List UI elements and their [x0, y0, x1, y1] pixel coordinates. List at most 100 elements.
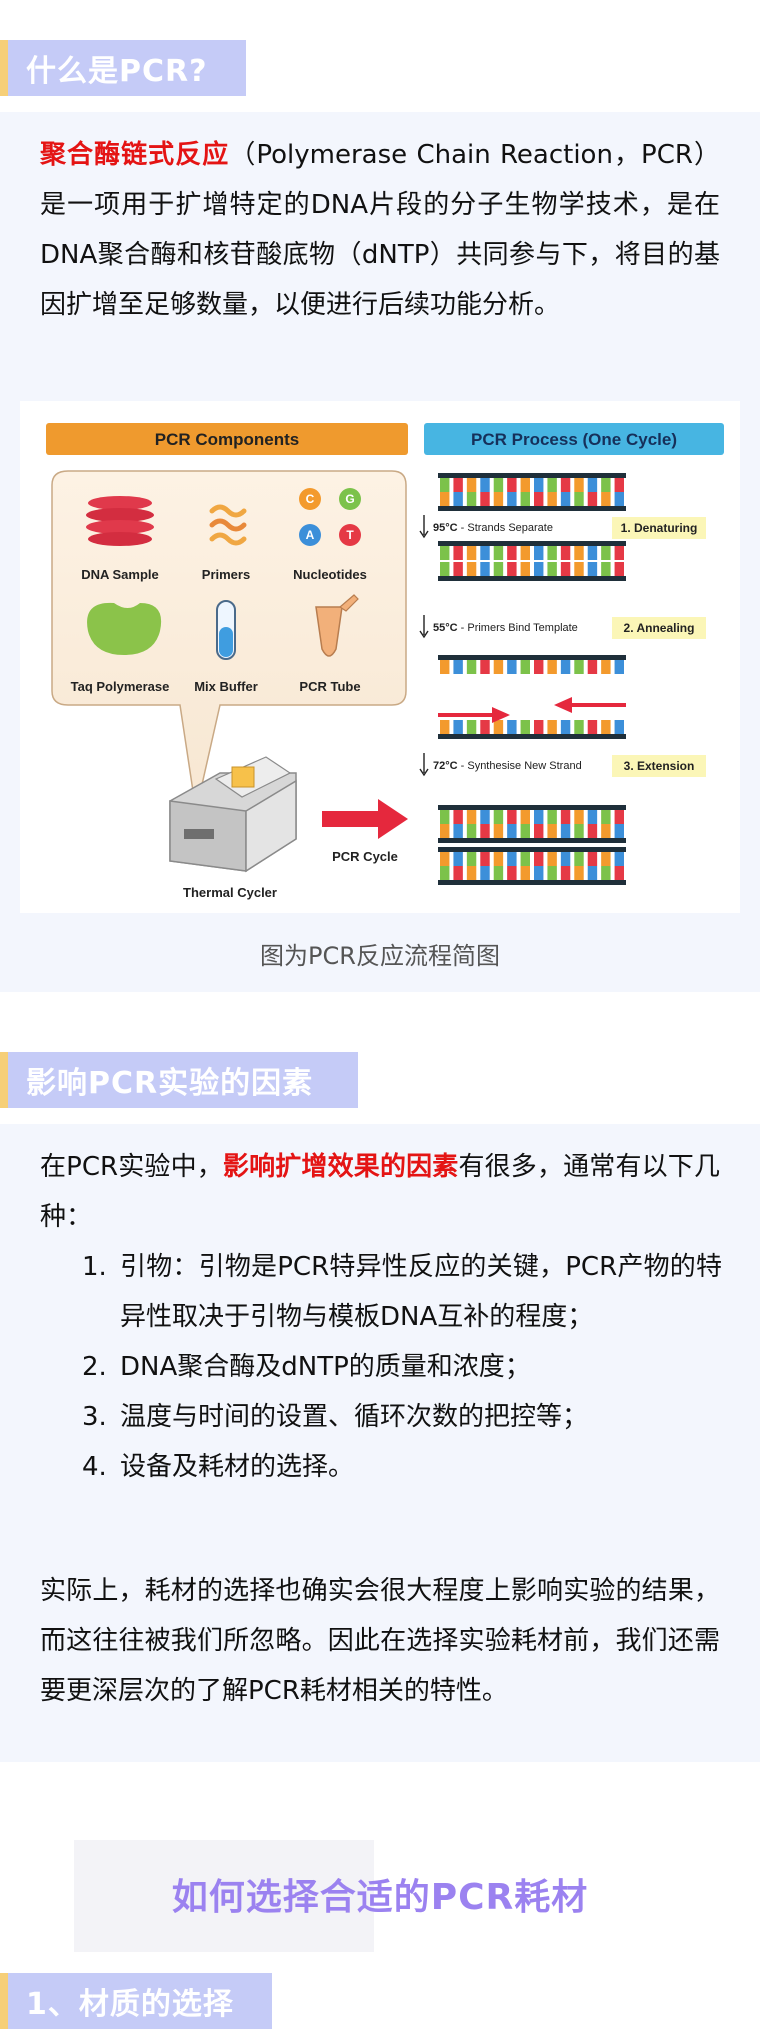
base-pair — [614, 478, 624, 492]
base-pair — [614, 810, 624, 824]
base-pair — [507, 478, 517, 492]
base-pair — [560, 546, 571, 560]
base-pair — [587, 562, 598, 576]
base-pair — [614, 824, 624, 838]
base-pair — [574, 824, 584, 838]
base-pair — [507, 546, 517, 560]
base-pair — [440, 660, 450, 674]
base-pair — [601, 492, 611, 506]
base-pair — [480, 492, 490, 506]
base-pair — [520, 866, 530, 880]
definition-text: （Polymerase Chain Reaction，PCR）是一项用于扩增特定… — [40, 140, 720, 320]
pcr-tube-icon — [315, 594, 359, 657]
base-pair — [453, 810, 463, 824]
base-pair — [587, 866, 598, 880]
list-text: 引物：引物是PCR特异性反应的关键，PCR产物的特异性取决于引物与模板DNA互补… — [120, 1252, 722, 1332]
base-pair — [480, 478, 490, 492]
nucleotides-icon: C G A T — [299, 488, 361, 546]
label-mix-buffer: Mix Buffer — [194, 679, 258, 694]
base-pair — [440, 546, 450, 560]
pcr-diagram: PCR Components PCR Process (One Cycle) C… — [46, 423, 724, 900]
base-pair — [560, 810, 571, 824]
base-pair — [601, 866, 611, 880]
step-2-tag: 2. Annealing — [624, 621, 695, 635]
base-pair — [534, 660, 544, 674]
list-number: 4. — [82, 1452, 107, 1482]
label-dna-sample: DNA Sample — [81, 567, 159, 582]
list-item: 1. 引物：引物是PCR特异性反应的关键，PCR产物的特异性取决于引物与模板DNA… — [82, 1242, 722, 1342]
base-pair — [440, 824, 450, 838]
base-pair — [493, 720, 504, 734]
base-pair — [587, 824, 598, 838]
base-pair — [547, 720, 557, 734]
list-number: 3. — [82, 1402, 107, 1432]
nucleotide-t: T — [346, 528, 354, 542]
base-pair — [440, 852, 450, 866]
list-item: 2.DNA聚合酶及dNTP的质量和浓度； — [82, 1342, 722, 1392]
base-pair — [493, 866, 504, 880]
base-pair — [480, 546, 490, 560]
list-text: DNA聚合酶及dNTP的质量和浓度； — [120, 1352, 531, 1382]
base-pair — [440, 866, 450, 880]
base-pair — [587, 492, 598, 506]
base-pair — [507, 492, 517, 506]
strand-rail — [438, 473, 626, 478]
step-arrow-1 — [419, 515, 429, 539]
base-pair — [440, 720, 450, 734]
base-pair — [601, 720, 611, 734]
strand-rail — [438, 847, 626, 852]
list-number: 1. — [82, 1252, 107, 1282]
base-pair — [466, 852, 477, 866]
base-pair — [507, 824, 517, 838]
section-title-choose-consumables: 如何选择合适的PCR耗材 — [171, 1877, 589, 1918]
base-pair — [480, 852, 490, 866]
step-2-tag-bg — [612, 617, 706, 639]
step-arrow-2 — [419, 615, 429, 639]
factors-intro: 在PCR实验中，影响扩增效果的因素有很多，通常有以下几种： — [40, 1142, 720, 1242]
base-pair — [534, 824, 544, 838]
base-pair — [453, 492, 463, 506]
base-pair — [466, 866, 477, 880]
base-pair — [493, 810, 504, 824]
base-pair — [614, 546, 624, 560]
intro-highlight: 影响扩增效果的因素 — [222, 1152, 459, 1182]
base-pair — [560, 866, 571, 880]
base-pair — [614, 852, 624, 866]
step-2-text: 55°C - Primers Bind Template — [433, 622, 578, 634]
intro-before: 在PCR实验中， — [40, 1152, 223, 1182]
factors-list: 1. 引物：引物是PCR特异性反应的关键，PCR产物的特异性取决于引物与模板DNA… — [82, 1242, 722, 1492]
base-pair — [601, 562, 611, 576]
nucleotide-c: C — [306, 492, 315, 506]
base-pair — [534, 852, 544, 866]
base-pair — [453, 660, 463, 674]
base-pair — [534, 720, 544, 734]
base-pair — [560, 562, 571, 576]
pcr-cycle-arrow — [322, 799, 408, 839]
base-pair — [466, 546, 477, 560]
thermal-cycler-icon — [169, 756, 297, 873]
base-pair — [574, 810, 584, 824]
base-pair — [466, 660, 477, 674]
process-header — [424, 423, 724, 455]
base-pair — [520, 546, 530, 560]
label-nucleotides: Nucleotides — [293, 567, 367, 582]
section-heading-factors: 影响PCR实验的因素 — [0, 1052, 358, 1108]
intro-after: 有很多，通常有以下几种： — [40, 1152, 720, 1232]
base-pair — [453, 866, 463, 880]
list-text: 设备及耗材的选择。 — [120, 1452, 355, 1482]
list-item: 4. 设备及耗材的选择。 — [82, 1442, 722, 1492]
base-pair — [574, 660, 584, 674]
base-pair — [547, 478, 557, 492]
step-1-text: 95°C - Strands Separate — [433, 522, 553, 534]
label-primers: Primers — [202, 567, 250, 582]
primers-icon — [209, 504, 247, 546]
base-pair — [480, 562, 490, 576]
base-pair — [614, 492, 624, 506]
step-3-tag-bg — [612, 755, 706, 777]
strand-rail — [438, 734, 626, 739]
base-pair — [493, 478, 504, 492]
figure-caption: 图为PCR反应流程简图 — [260, 942, 500, 970]
base-pair — [547, 824, 557, 838]
step-3-tag: 3. Extension — [624, 759, 695, 773]
components-header — [46, 423, 408, 455]
